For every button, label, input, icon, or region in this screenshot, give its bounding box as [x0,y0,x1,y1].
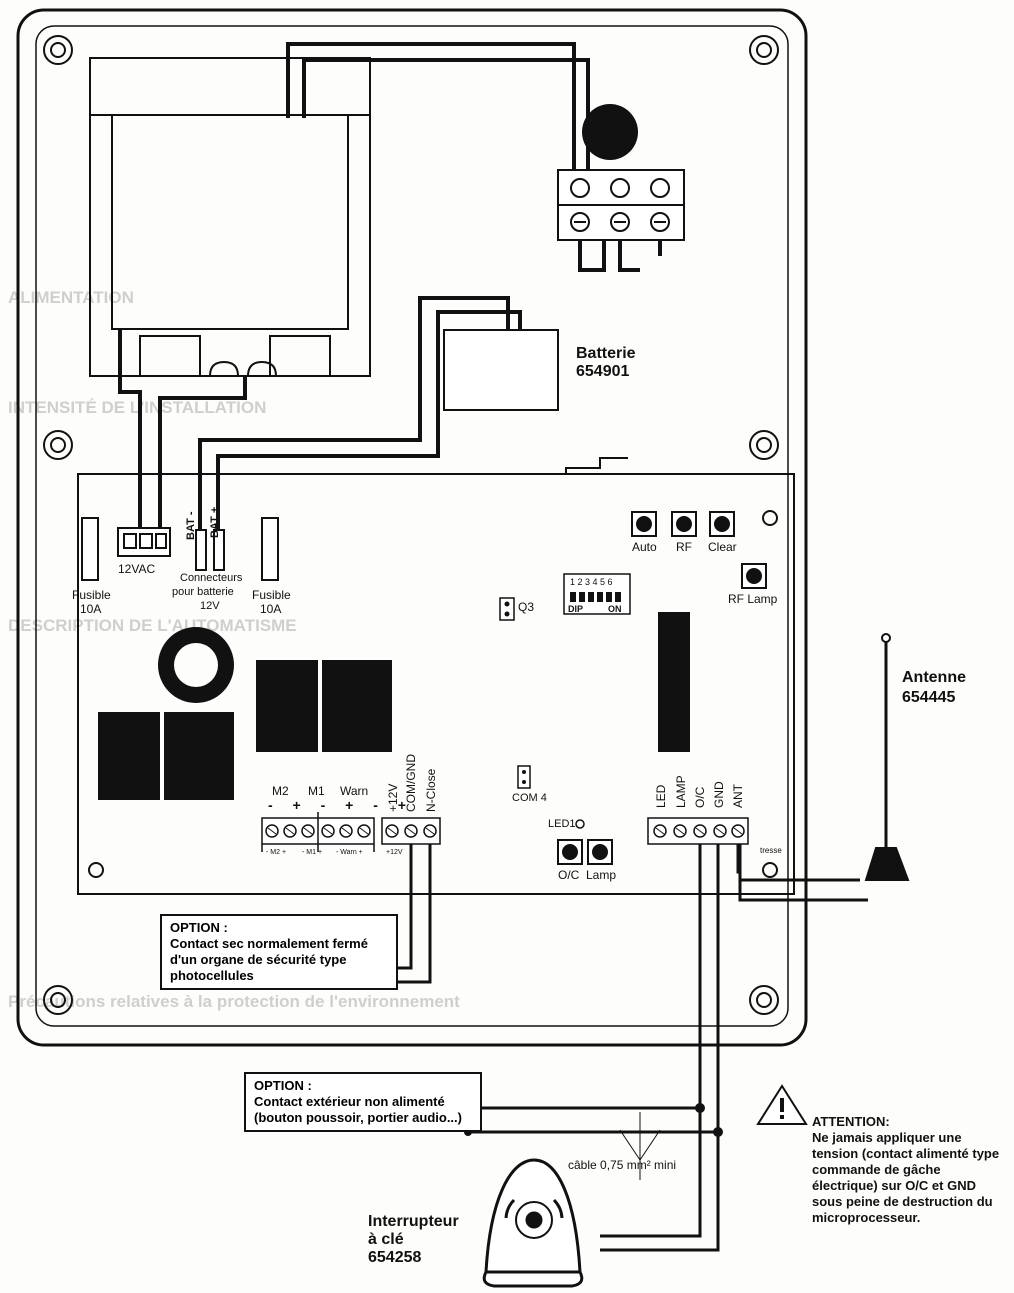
battery-connectors-label-2: pour batterie [172,586,234,598]
keyswitch-subtitle: à clé [368,1231,404,1248]
button-rf-label: RF [676,540,692,554]
cable-gland [582,104,638,160]
cable-label: câble 0,75 mm² mini [568,1158,677,1172]
label-12vac: 12VAC [118,562,156,576]
connector-12vac [117,527,171,557]
fuse-left-label: Fusible [72,588,111,602]
button-lamp-label: Lamp [586,868,617,882]
button-auto-label: Auto [632,540,657,554]
dip-numbers: 1 2 3 4 5 6 [570,577,613,587]
terminal-warn-label: Warn [340,784,369,798]
screw-boss [43,35,779,1015]
antenna-wires [736,844,868,902]
fuse-left-rating: 10A [80,602,102,616]
led1-label: LED1 [548,818,576,830]
attention-text: Ne jamais appliquer une tension (contact… [812,1130,1000,1225]
terminal-block-motors [261,812,375,852]
fuse-right-rating: 10A [260,602,282,616]
terminal-warn-small: - Warn + [336,849,363,856]
terminal-m1-small: - M1 + [302,849,323,856]
option-photocell-box: OPTION : Contact sec normalement fermé d… [160,914,398,990]
transformer [89,57,371,377]
terminal-m1-label: M1 [308,784,325,798]
mains-terminal-block [557,169,685,241]
transformer-primary-wires [286,42,590,170]
fuse-right [261,517,279,581]
bat-plus-pin [213,529,225,571]
button-oc-label: O/C [558,868,580,882]
option-photocell-title: OPTION : [170,920,228,935]
terminal-polarity: - + - + - + [268,797,414,813]
battery-connectors-voltage: 12V [200,600,220,612]
ghost-heading: DESCRIPTION DE L'AUTOMATISME [8,616,297,635]
bat-minus-pin [195,529,207,571]
battery-wires [198,296,522,530]
terminal-lamp-label: LAMP [674,775,688,808]
dip-levers [570,592,621,602]
bat-plus-label: BAT + [209,506,221,538]
dip-label: DIP [568,604,584,614]
dip-on-label: ON [608,604,622,614]
battery [443,329,559,411]
enclosure-outer [16,8,808,1047]
board-screw [762,510,778,526]
board-screw [88,862,104,878]
terminal-led-label: LED [654,784,668,808]
mains-wires [578,240,662,272]
key-switch-icon [482,1158,584,1288]
warning-triangle-icon [756,1084,808,1125]
terminal-tresse-label: tresse [760,846,782,855]
terminal-nclose-label: N-Close [424,768,438,812]
bat-minus-label: BAT - [185,511,197,540]
button-rflamp-label: RF Lamp [728,592,778,606]
q3-jumper [499,597,515,621]
battery-title: Batterie [576,345,636,362]
fuse-right-label: Fusible [252,588,291,602]
keyswitch-code: 654258 [368,1249,422,1266]
button-clear-label: Clear [708,540,737,554]
option-photocell-text: Contact sec normalement fermé d'un organ… [170,936,368,983]
attention-title: ATTENTION: [812,1114,890,1129]
antenna-title: Antenne [902,669,966,686]
ghost-heading: ALIMENTATION [8,288,134,307]
enclosure-inner [35,25,789,1027]
terminal-comgnd-label: COM/GND [404,754,418,812]
terminal-12v-label: +12V [386,783,400,812]
terminal-ant-label: ANT [731,784,745,808]
terminal-oc-label: O/C [693,786,707,808]
terminal-block-io [647,817,749,845]
control-board [77,473,795,895]
terminal-m2-small: - M2 + [266,849,287,856]
board-screw [762,862,778,878]
q3-label: Q3 [518,600,535,614]
terminal-m2-label: M2 [272,784,289,798]
option-contact-title: OPTION : [254,1078,312,1093]
led1 [575,819,585,829]
battery-connectors-label: Connecteurs [180,572,243,584]
fuse-left [81,517,99,581]
pushbuttons [557,511,767,865]
com4-jumper [517,765,531,789]
option-contact-text: Contact extérieur non alimenté (bouton p… [254,1094,462,1125]
ghost-heading: INTENSITÉ DE L'INSTALLATION [8,398,267,417]
keyswitch-title: Interrupteur [368,1213,459,1230]
antenna-icon [864,633,910,881]
terminal-gnd-label: GND [712,781,726,808]
antenna-code: 654445 [902,689,956,706]
microcontroller [658,612,690,752]
option-contact-box: OPTION : Contact extérieur non alimenté … [244,1072,482,1132]
ghost-heading: Précautions relatives à la protection de… [8,992,460,1011]
relays [98,660,392,800]
secondary-wires [118,329,247,528]
battery-code: 654901 [576,363,630,380]
com4-label: COM 4 [512,792,547,804]
terminal-12v-small: +12V [386,849,403,856]
attention-note: ATTENTION: Ne jamais appliquer une tensi… [812,1114,1008,1226]
